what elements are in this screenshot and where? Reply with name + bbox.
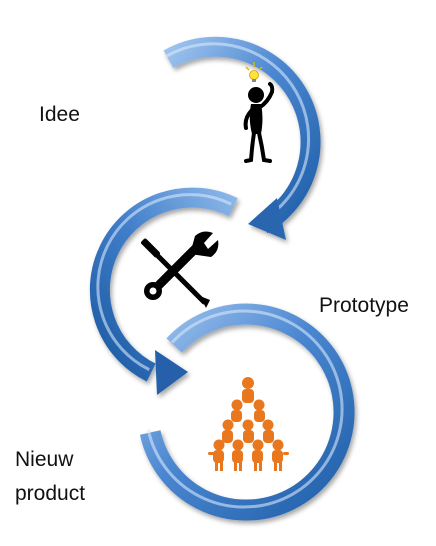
stage-label-idee: Idee <box>39 103 80 126</box>
wrench-icon <box>144 231 219 300</box>
stage-label-prototype: Prototype <box>319 294 409 317</box>
arrow-ring-nieuw-product <box>139 303 355 521</box>
thinking-person-icon <box>243 62 275 163</box>
stage-label-nieuw-product-line2: product <box>15 482 86 505</box>
tools-icon <box>141 231 219 308</box>
light-bulb-icon <box>245 62 263 82</box>
arrow-ring-idee <box>163 36 321 240</box>
team-pyramid-icon <box>208 377 289 471</box>
arrow-ring-prototype <box>89 187 238 395</box>
screwdriver-icon <box>141 238 210 308</box>
stage-label-nieuw-product-line1: Nieuw <box>15 448 74 471</box>
